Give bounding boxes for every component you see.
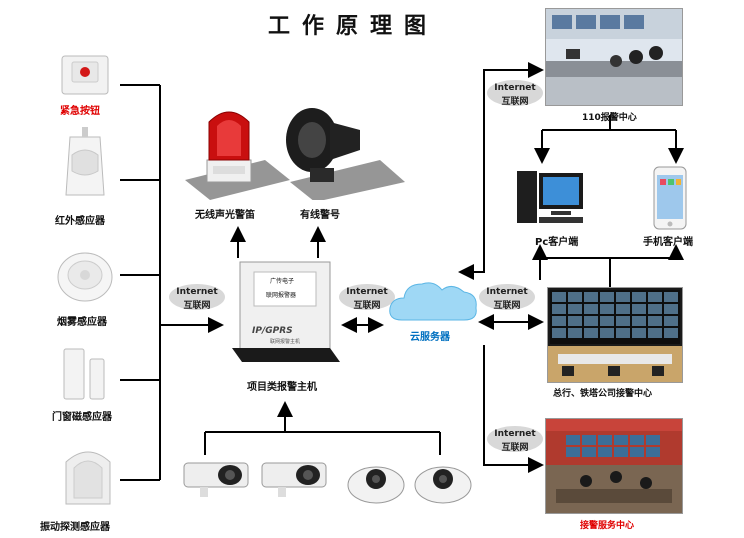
strobe-siren-label: 无线声光警笛 bbox=[195, 210, 255, 221]
internet-cloud-cloud: Internet 互联网 bbox=[338, 282, 396, 312]
internet-label: Internet bbox=[494, 83, 536, 93]
alarm-host-icon bbox=[232, 261, 340, 362]
sensor-label-emergency: 紧急按钮 bbox=[60, 106, 100, 117]
service-center-photo bbox=[545, 418, 683, 514]
internet-cloud-hq: Internet 互联网 bbox=[478, 282, 536, 312]
internet-cloud-host: Internet 互联网 bbox=[168, 282, 226, 312]
infrared-sensor-icon bbox=[65, 127, 105, 196]
internet-label: Internet bbox=[494, 429, 536, 439]
internet-sublabel: 互联网 bbox=[501, 97, 529, 107]
sensor-label-smoke: 烟雾感应器 bbox=[57, 317, 107, 328]
bullet-camera-2-icon bbox=[261, 462, 327, 497]
host-subtitle: 联网报警主机 bbox=[270, 339, 301, 345]
emergency-button-icon bbox=[61, 55, 109, 95]
strobe-siren-icon bbox=[185, 111, 290, 200]
door-magnet-sensor-icon bbox=[63, 348, 105, 400]
pc-client-label: Pc客户端 bbox=[535, 237, 579, 248]
mobile-client-icon bbox=[653, 166, 687, 230]
client-lines bbox=[532, 115, 684, 290]
hq-center-label: 总行、铁塔公司接警中心 bbox=[553, 389, 653, 399]
camera-lines bbox=[204, 401, 441, 455]
vibration-sensor-icon bbox=[65, 451, 111, 505]
horn-siren-label: 有线警号 bbox=[300, 210, 340, 221]
internet-label: Internet bbox=[486, 287, 528, 297]
smoke-detector-icon bbox=[57, 252, 113, 302]
pc-client-icon bbox=[517, 171, 583, 223]
alarm-lines bbox=[230, 226, 326, 258]
sensor-bus-lines bbox=[120, 84, 224, 481]
host-label: 项目类报警主机 bbox=[247, 382, 317, 393]
dome-camera-1-icon bbox=[347, 466, 405, 504]
cloud-center-lines bbox=[458, 62, 544, 473]
internet-sublabel: 互联网 bbox=[183, 301, 211, 311]
internet-sublabel: 互联网 bbox=[501, 443, 529, 453]
internet-cloud-service: Internet 互联网 bbox=[486, 424, 544, 454]
internet-label: Internet bbox=[346, 287, 388, 297]
hq-center-photo bbox=[547, 287, 683, 383]
internet-cloud-110: Internet 互联网 bbox=[486, 78, 544, 108]
host-brand: IP/GPRS bbox=[252, 326, 293, 336]
diagram-title: 工作原理图 bbox=[268, 14, 439, 39]
mobile-client-label: 手机客户端 bbox=[643, 237, 693, 248]
sensor-label-vibration: 振动探测感应器 bbox=[40, 522, 110, 533]
dome-camera-2-icon bbox=[414, 466, 472, 504]
internet-sublabel: 互联网 bbox=[493, 301, 521, 311]
internet-label: Internet bbox=[176, 287, 218, 297]
bullet-camera-1-icon bbox=[183, 462, 249, 497]
host-panel-line1: 广传电子 bbox=[270, 278, 295, 285]
police-center-label: 110报警中心 bbox=[582, 113, 637, 123]
horn-siren-icon bbox=[286, 108, 405, 200]
sensor-label-infrared: 红外感应器 bbox=[55, 216, 105, 227]
cloud-server-icon bbox=[389, 282, 477, 321]
service-center-label: 接警服务中心 bbox=[580, 521, 635, 531]
cloud-server-label: 云服务器 bbox=[410, 332, 450, 343]
police-center-photo bbox=[545, 8, 683, 106]
host-panel-line2: 联网报警器 bbox=[266, 292, 297, 299]
sensor-label-door: 门窗磁感应器 bbox=[52, 412, 112, 423]
internet-sublabel: 互联网 bbox=[353, 301, 381, 311]
